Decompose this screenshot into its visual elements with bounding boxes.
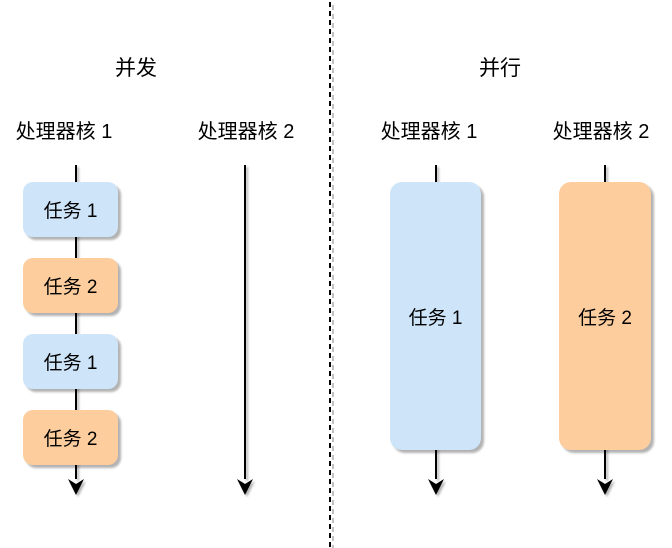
left-core1-timeline: [67, 165, 85, 496]
arrow-down-icon: [237, 479, 253, 495]
arrow-down-icon: [428, 479, 444, 495]
left-section-title: 并发: [115, 57, 157, 80]
task-box: 任务 1: [390, 182, 481, 450]
task-box: 任务 1: [23, 182, 118, 237]
section-divider-shadow: [332, 5, 334, 548]
task-box: 任务 2: [23, 410, 118, 465]
timeline-line: [75, 165, 77, 479]
right-core2-header: 处理器核 2: [552, 121, 650, 143]
right-section-title: 并行: [479, 57, 521, 80]
arrow-down-icon: [597, 479, 613, 495]
task-box: 任务 2: [559, 182, 651, 450]
left-core1-header: 处理器核 1: [15, 121, 113, 143]
task-box: 任务 1: [23, 334, 118, 389]
task-box: 任务 2: [23, 258, 118, 313]
timeline-line: [244, 165, 246, 479]
left-core2-timeline: [236, 165, 254, 496]
section-divider: [329, 2, 331, 548]
right-core1-header: 处理器核 1: [380, 121, 478, 143]
arrow-down-icon: [68, 479, 84, 495]
left-core2-header: 处理器核 2: [197, 121, 295, 143]
